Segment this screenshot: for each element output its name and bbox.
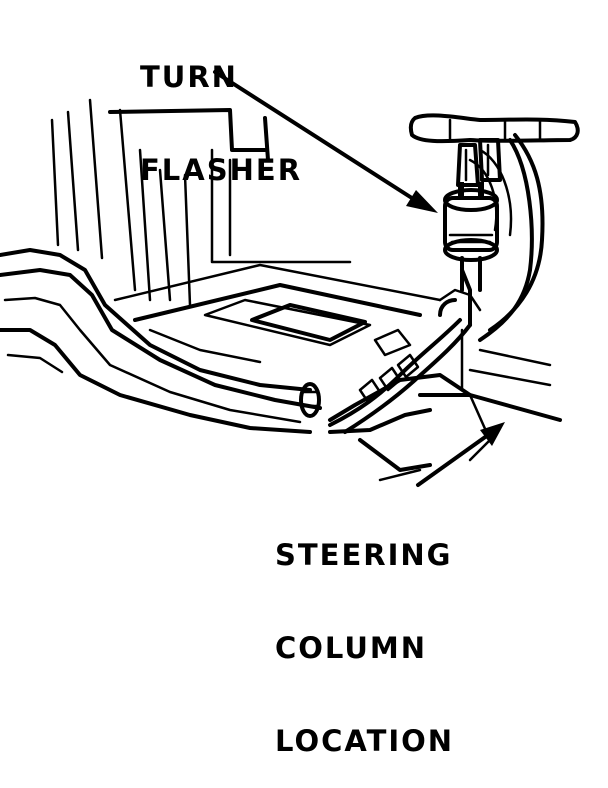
steering-column-label-line-3: LOCATION — [275, 724, 455, 758]
steering-column-label-line-1: STEERING — [275, 538, 453, 572]
turn-flasher-label-line-2: FLASHER — [140, 153, 303, 187]
upper-bracket — [408, 113, 580, 187]
turn-flasher-unit — [443, 182, 499, 292]
steering-column-label-line-2: COLUMN — [275, 631, 428, 665]
wiring-harness — [328, 133, 545, 434]
diagram — [0, 70, 580, 487]
drawing — [0, 70, 580, 487]
turn-flasher-label: TURN FLASHER — [140, 0, 302, 217]
steering-column-leader-arrow — [416, 422, 505, 487]
turn-flasher-leader-arrow — [213, 70, 438, 213]
dashboard-outline — [0, 98, 562, 482]
steering-column-location-label: STEERING COLUMN LOCATION — [275, 478, 454, 788]
turn-flasher-label-line-1: TURN — [140, 60, 238, 94]
